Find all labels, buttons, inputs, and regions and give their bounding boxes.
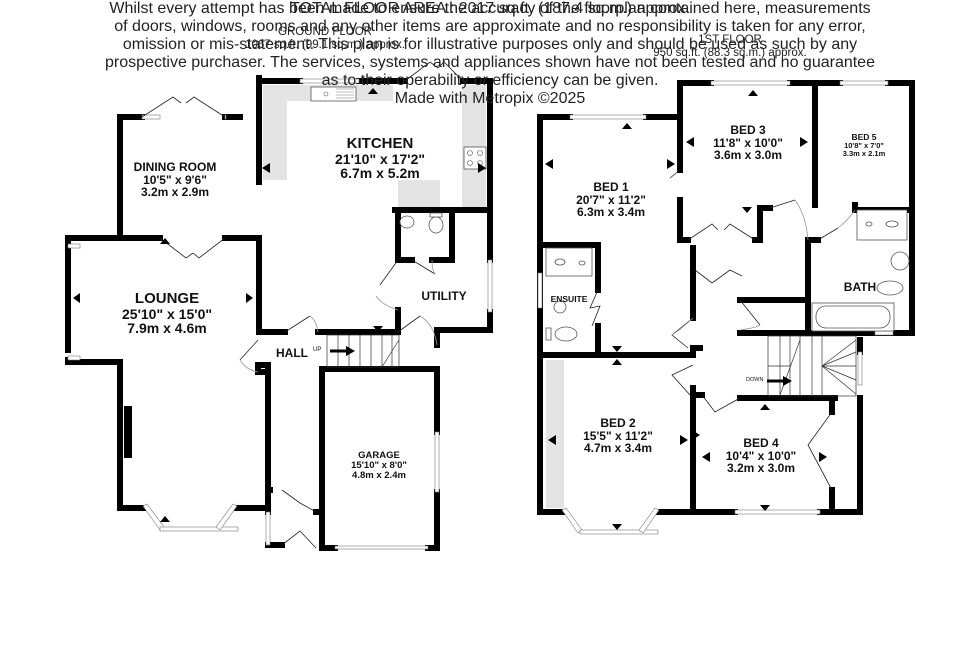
sink-icon <box>310 86 357 102</box>
room-kitchen: KITCHEN 21'10" x 17'2" 6.7m x 5.2m <box>334 135 426 182</box>
total-floor-area: TOTAL FLOOR AREA : 2017 sq.ft. (187.4 sq… <box>290 0 690 17</box>
ground-floor-area: 1067 sq.ft. (99.1 sq.m.) approx. <box>245 39 405 51</box>
first-floor-header: 1ST FLOOR 950 sq.ft. (88.3 sq.m.) approx… <box>610 34 850 60</box>
ground-floor-walls <box>65 75 493 551</box>
stair-up-arrow-icon <box>330 346 355 356</box>
ensuite-fixtures <box>545 247 593 342</box>
hob-icon <box>463 146 487 170</box>
room-dining-room: DINING ROOM 10'5" x 9'6" 3.2m x 2.9m <box>133 160 217 200</box>
ground-windows <box>67 78 493 550</box>
room-utility: UTILITY <box>421 289 467 303</box>
room-bed-2: BED 2 15'5" x 11'2" 4.7m x 3.4m <box>583 416 653 456</box>
room-bed-3: BED 3 11'8" x 10'0" 3.6m x 3.0m <box>713 123 783 163</box>
ground-floor-plan <box>65 61 493 551</box>
room-bath: BATH <box>843 280 877 294</box>
first-floor-plan <box>537 80 915 535</box>
first-windows <box>537 80 894 535</box>
credit: Made with Metropix ©2025 <box>394 90 586 107</box>
room-bed-5: BED 5 10'8" x 7'0" 3.3m x 2.1m <box>842 132 886 158</box>
first-floor-area: 950 sq.ft. (88.3 sq.m.) approx. <box>653 47 807 59</box>
room-ensuite: ENSUITE <box>550 294 588 304</box>
ground-doors <box>141 61 464 549</box>
first-doors <box>589 169 856 491</box>
stair-down-arrow-icon <box>767 376 792 386</box>
room-bed-4: BED 4 10'4" x 10'0" 3.2m x 3.0m <box>725 436 797 476</box>
first-stairs <box>767 335 857 397</box>
stair-up-label: UP <box>313 347 322 353</box>
bathroom-fixtures <box>811 209 910 332</box>
ground-floor-title: GROUND FLOOR <box>278 26 372 38</box>
first-direction-markers <box>545 90 827 530</box>
room-hall: HALL <box>276 346 308 360</box>
room-bed-1: BED 1 20'7" x 11'2" 6.3m x 3.4m <box>576 180 646 220</box>
wardrobe-unit <box>546 360 564 508</box>
disclaimer: Whilst every attempt has been made to en… <box>0 0 980 108</box>
wc-fixtures <box>399 212 444 234</box>
stair-down-label: DOWN <box>746 377 764 383</box>
ground-floor-header: GROUND FLOOR 1067 sq.ft. (99.1 sq.m.) ap… <box>200 26 450 52</box>
room-garage: GARAGE 15'10" x 8'0" 4.8m x 2.4m <box>351 450 407 481</box>
ground-direction-markers <box>73 88 486 522</box>
first-floor-title: 1ST FLOOR <box>698 34 762 46</box>
room-lounge: LOUNGE 25'10" x 15'0" 7.9m x 4.6m <box>121 290 213 337</box>
